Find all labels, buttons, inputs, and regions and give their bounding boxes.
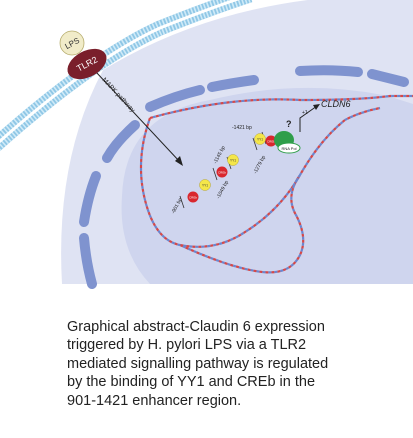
svg-text:CREb: CREb [267,140,275,144]
nuclear-envelope [79,65,409,289]
creb-factor [216,166,228,178]
tss-label: +1 [302,110,308,116]
svg-text:CREb: CREb [189,196,197,200]
svg-text:YY1: YY1 [257,138,263,142]
yy1-factor [254,133,266,145]
transcription-start-arrow [299,104,320,132]
svg-text:CREb: CREb [218,171,226,175]
binding-site-1279: YY1 CREb [254,133,277,147]
mapk-pathway-arrow [95,71,183,166]
yy1-factor [199,179,211,191]
lps-molecule: LPS [59,30,85,56]
creb-factor [187,191,199,203]
caption: Graphical abstract-Claudin 6 expression … [67,318,397,410]
svg-text:YY1: YY1 [202,184,208,188]
rna-polymerase-label: RNA Pol [281,146,296,151]
svg-text:YY1: YY1 [230,159,236,163]
binding-site-1049: YY1 CREb [216,154,239,178]
signalling-pathway-diagram: MAPK pathway TLR2 LPS YY1 CREb -901 bp Y… [0,0,413,289]
caption-line: triggered by H. pylori LPS via a TLR2 [67,337,307,354]
creb-factor [265,135,277,147]
caption-line: by the binding of YY1 and CREb in the [67,374,316,391]
tlr2-receptor: TLR2 [67,48,107,80]
gene-name-label: CLDN6 [321,99,351,109]
caption-line: 901-1421 enhancer region. [67,392,242,409]
unknown-factor-label: ? [286,119,292,129]
caption-line: mediated signalling pathway is regulated [67,355,329,372]
yy1-factor [227,154,239,166]
site-label-1421: -1421 bp [232,125,252,131]
caption-line: Graphical abstract-Claudin 6 expression [67,319,325,335]
nucleus [121,87,413,284]
plasma-membrane [0,0,253,152]
rna-polymerase: RNA Pol [274,131,301,154]
binding-site-901: YY1 CREb [187,179,211,203]
dna-strand [139,94,413,274]
